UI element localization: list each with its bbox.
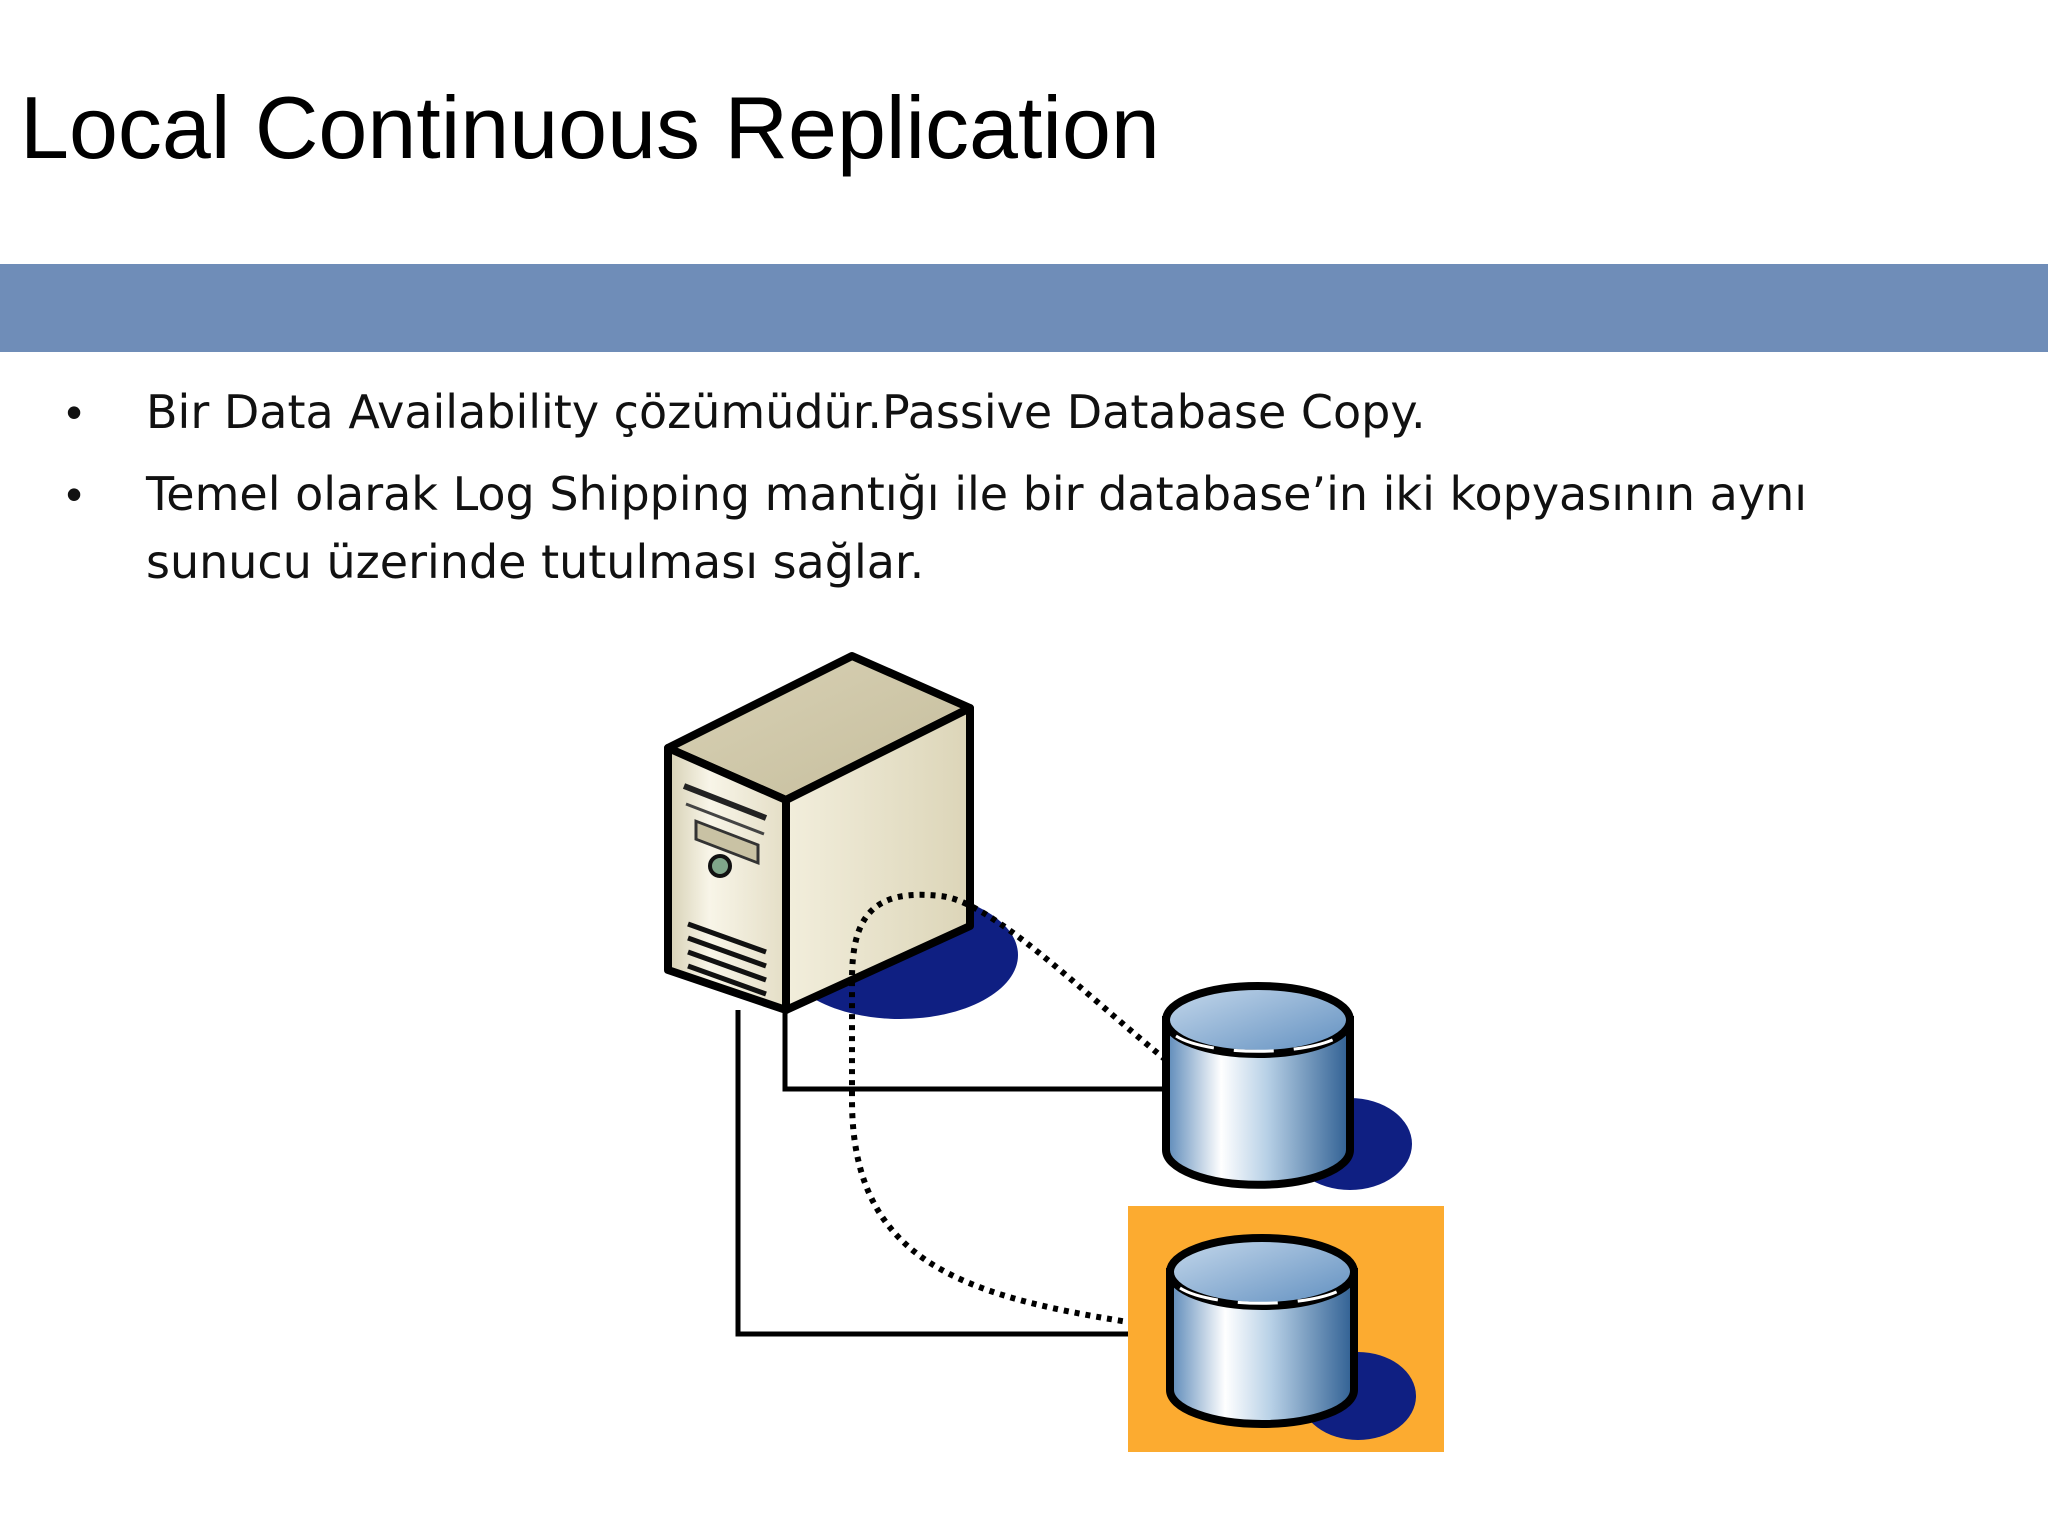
replication-dotted-link xyxy=(849,891,1168,1325)
slide-title: Local Continuous Replication xyxy=(20,78,1160,177)
bullet-text: Bir Data Availability çözümüdür.Passive … xyxy=(146,385,1426,439)
connector-server-to-passive-db xyxy=(735,1010,1130,1337)
bullet-text: Temel olarak Log Shipping mantığı ile bi… xyxy=(146,467,1808,589)
bullet-list: • Bir Data Availability çözümüdür.Passiv… xyxy=(0,378,2048,610)
title-banner-bar xyxy=(0,264,2048,352)
bullet-marker: • xyxy=(66,386,83,438)
connector-server-to-active-db xyxy=(782,1010,1166,1092)
bullet-marker: • xyxy=(66,468,83,520)
active-database-cylinder-icon xyxy=(1162,982,1412,1190)
bullet-item: • Bir Data Availability çözümüdür.Passiv… xyxy=(0,378,2048,446)
bullet-item: • Temel olarak Log Shipping mantığı ile … xyxy=(0,460,2048,596)
server-tower-icon xyxy=(664,652,974,1014)
passive-database-cylinder-icon xyxy=(1166,1234,1416,1440)
